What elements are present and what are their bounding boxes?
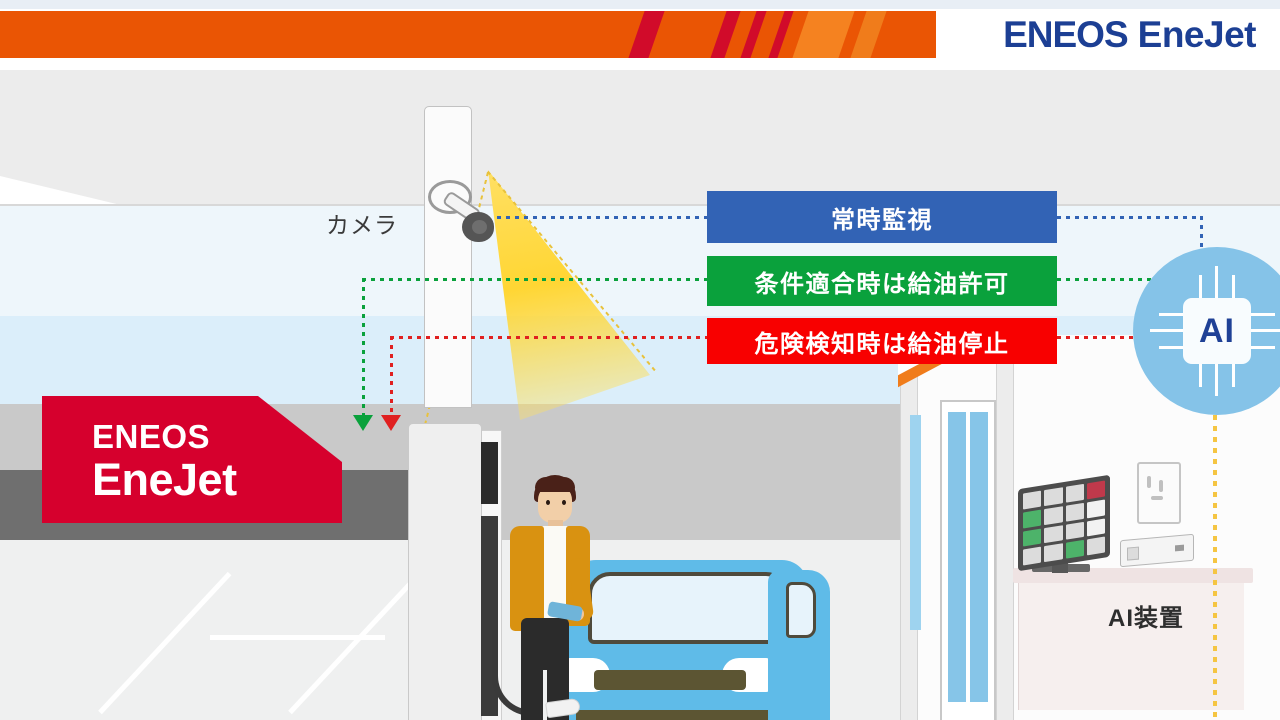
camera-mount-bracket-icon bbox=[428, 180, 472, 214]
car-grille-upper bbox=[594, 670, 746, 690]
chip-leg-left-2 bbox=[1150, 329, 1183, 332]
service-counter-body bbox=[1018, 582, 1244, 710]
pos-key-green[interactable] bbox=[1065, 540, 1084, 559]
connector-line-stop-right bbox=[1057, 336, 1152, 339]
pos-key[interactable] bbox=[1023, 490, 1042, 510]
header-stripe-1 bbox=[622, 11, 670, 58]
outlet-slot-3 bbox=[1151, 496, 1163, 500]
header-brand-secondary: EneJet bbox=[1137, 14, 1257, 55]
power-data-cable bbox=[1213, 415, 1217, 720]
ai-device-label: AI装置 bbox=[1108, 605, 1184, 632]
ai-chip-label: AI bbox=[1199, 311, 1235, 350]
outlet-slot-1 bbox=[1147, 476, 1151, 488]
chip-leg-left-3 bbox=[1159, 346, 1183, 349]
camera-label: カメラ bbox=[326, 212, 398, 238]
person-eye-left bbox=[546, 500, 550, 505]
header-stripe-4 bbox=[762, 11, 799, 58]
camera-lens-icon bbox=[472, 220, 487, 234]
pos-key[interactable] bbox=[1044, 524, 1063, 544]
pos-key[interactable] bbox=[1065, 483, 1084, 503]
header-stripe-3 bbox=[734, 11, 772, 58]
connector-line-monitoring-down bbox=[1200, 216, 1203, 258]
chip-leg-top-3 bbox=[1232, 275, 1235, 299]
illustration-scene: ENEOS EneJet bbox=[0, 70, 1280, 720]
chip-leg-bottom-1 bbox=[1199, 363, 1202, 387]
pos-key-green[interactable] bbox=[1023, 509, 1042, 528]
connector-arrow-permit bbox=[353, 415, 373, 431]
connector-line-permit-right bbox=[1057, 278, 1175, 281]
store-entrance-door[interactable] bbox=[940, 400, 996, 720]
signage-line-1: ENEOS bbox=[92, 418, 211, 455]
device-slot bbox=[1127, 546, 1139, 561]
pos-key[interactable] bbox=[1044, 505, 1063, 525]
connector-line-permit-down bbox=[362, 278, 365, 418]
pos-key[interactable] bbox=[1086, 536, 1105, 556]
pos-key[interactable] bbox=[1086, 518, 1105, 537]
store-window-narrow bbox=[910, 415, 921, 630]
door-glass-left bbox=[948, 412, 966, 702]
store-pillar-right bbox=[996, 335, 1014, 720]
connector-line-stop bbox=[390, 336, 707, 339]
car-side-window bbox=[786, 582, 816, 638]
car-grille-lower bbox=[576, 710, 774, 720]
status-box-fueling-permitted[interactable]: 条件適合時は給油許可 bbox=[707, 256, 1057, 306]
pos-key-red[interactable] bbox=[1086, 480, 1105, 500]
outlet-slot-2 bbox=[1159, 480, 1163, 492]
chip-leg-bottom-2 bbox=[1215, 363, 1218, 396]
header-top-rule bbox=[0, 0, 1280, 9]
chip-leg-left-1 bbox=[1159, 313, 1183, 316]
connector-line-monitoring bbox=[497, 216, 707, 219]
pos-key[interactable] bbox=[1086, 499, 1105, 518]
header-stripe-orange-1 bbox=[786, 11, 860, 58]
connector-line-monitoring-right bbox=[1057, 216, 1202, 219]
door-glass-right bbox=[970, 412, 988, 702]
device-indicator-led bbox=[1175, 544, 1184, 552]
header-stripe-2 bbox=[704, 11, 746, 58]
pos-key[interactable] bbox=[1065, 521, 1084, 541]
canopy-edge bbox=[0, 204, 1280, 207]
fuel-dispenser bbox=[408, 423, 482, 720]
status-box-label: 危険検知時は給油停止 bbox=[754, 330, 1010, 358]
header-brand-primary: ENEOS bbox=[1003, 14, 1129, 55]
person-hair-front bbox=[535, 477, 575, 492]
chip-leg-right-2 bbox=[1251, 329, 1280, 332]
signage-line-2: EneJet bbox=[92, 454, 237, 505]
person-leg-gap bbox=[543, 670, 547, 720]
wall-outlet-panel bbox=[1137, 462, 1181, 524]
chip-leg-bottom-3 bbox=[1232, 363, 1235, 387]
connector-arrow-stop bbox=[381, 415, 401, 431]
pos-key[interactable] bbox=[1044, 543, 1063, 563]
chip-leg-right-3 bbox=[1251, 346, 1275, 349]
status-box-fueling-stopped[interactable]: 危険検知時は給油停止 bbox=[707, 318, 1057, 364]
ai-chip-icon: AI bbox=[1183, 298, 1251, 364]
chip-leg-top-1 bbox=[1199, 275, 1202, 299]
person-eye-right bbox=[562, 500, 566, 505]
pos-key-green[interactable] bbox=[1023, 528, 1042, 547]
pos-key[interactable] bbox=[1065, 502, 1084, 522]
connector-line-stop-down bbox=[390, 336, 393, 418]
status-box-label: 条件適合時は給油許可 bbox=[754, 270, 1010, 298]
connector-line-permit bbox=[362, 278, 707, 281]
pos-key[interactable] bbox=[1044, 487, 1063, 506]
camera-pole bbox=[424, 106, 472, 408]
eneos-enejet-signage: ENEOS EneJet bbox=[42, 396, 342, 523]
status-box-constant-monitoring[interactable]: 常時監視 bbox=[707, 191, 1057, 243]
station-canopy bbox=[0, 70, 1280, 206]
pos-key[interactable] bbox=[1023, 546, 1042, 566]
pos-terminal-keypad[interactable] bbox=[1018, 474, 1110, 572]
person-jacket-left bbox=[510, 526, 544, 631]
parking-line-2 bbox=[210, 635, 385, 640]
background-sky-upper bbox=[0, 206, 1280, 316]
status-box-label: 常時監視 bbox=[831, 206, 933, 234]
dispenser-display[interactable] bbox=[481, 442, 498, 504]
chip-leg-right-1 bbox=[1251, 313, 1275, 316]
car-windshield bbox=[588, 572, 788, 644]
header-orange-bar bbox=[0, 11, 936, 58]
chip-leg-top-2 bbox=[1215, 266, 1218, 299]
